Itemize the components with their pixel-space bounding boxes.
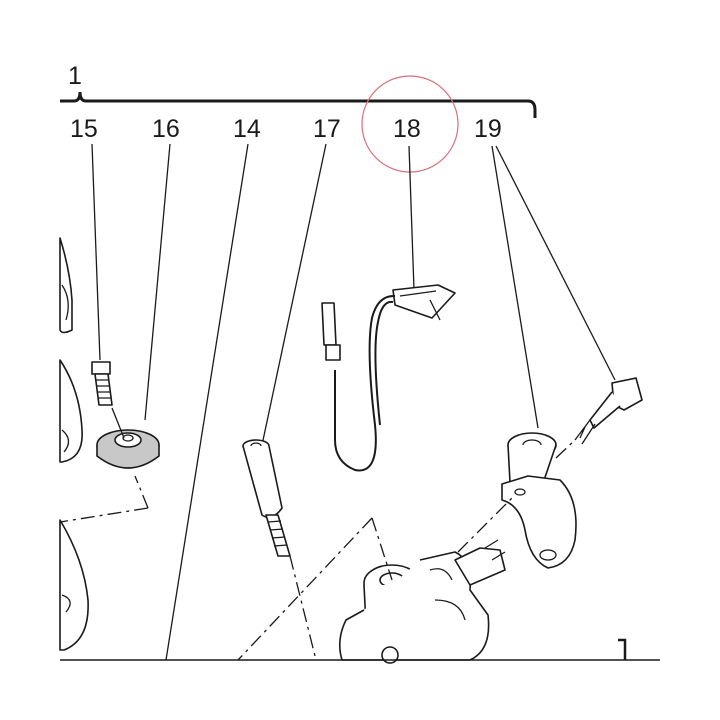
leader-19a xyxy=(491,145,539,429)
axis-line-bolt xyxy=(555,439,576,459)
group-bracket xyxy=(60,91,537,118)
axis-line-clamp xyxy=(457,497,513,553)
handlebar-housing xyxy=(338,539,506,664)
part-15-screw xyxy=(91,361,113,406)
part-18-sensor xyxy=(321,284,456,472)
leader-15 xyxy=(91,143,101,361)
frame-left xyxy=(59,237,89,651)
part-17-spacer xyxy=(242,439,291,557)
axis-line-diagonal xyxy=(237,517,373,661)
callout-15: 15 xyxy=(70,115,98,143)
part-19-clamp xyxy=(501,432,577,569)
leader-16 xyxy=(144,143,171,421)
axis-line-grommet xyxy=(134,475,149,509)
callout-14: 14 xyxy=(233,115,261,143)
part-19-bolt xyxy=(574,377,643,445)
axis-line-spacer xyxy=(289,555,317,661)
part-16-grommet xyxy=(96,407,160,469)
axis-line-left xyxy=(59,507,149,523)
leader-14 xyxy=(165,143,249,661)
callout-16: 16 xyxy=(152,115,180,143)
callout-17: 17 xyxy=(313,115,341,143)
leader-18 xyxy=(408,145,415,291)
callout-18: 18 xyxy=(393,115,421,143)
axis-line-housing xyxy=(371,517,393,581)
leader-17 xyxy=(261,143,327,446)
callout-19: 19 xyxy=(474,115,502,143)
group-label: 1 xyxy=(68,62,82,90)
continuation-mark xyxy=(618,638,627,660)
leader-19b xyxy=(495,145,616,381)
